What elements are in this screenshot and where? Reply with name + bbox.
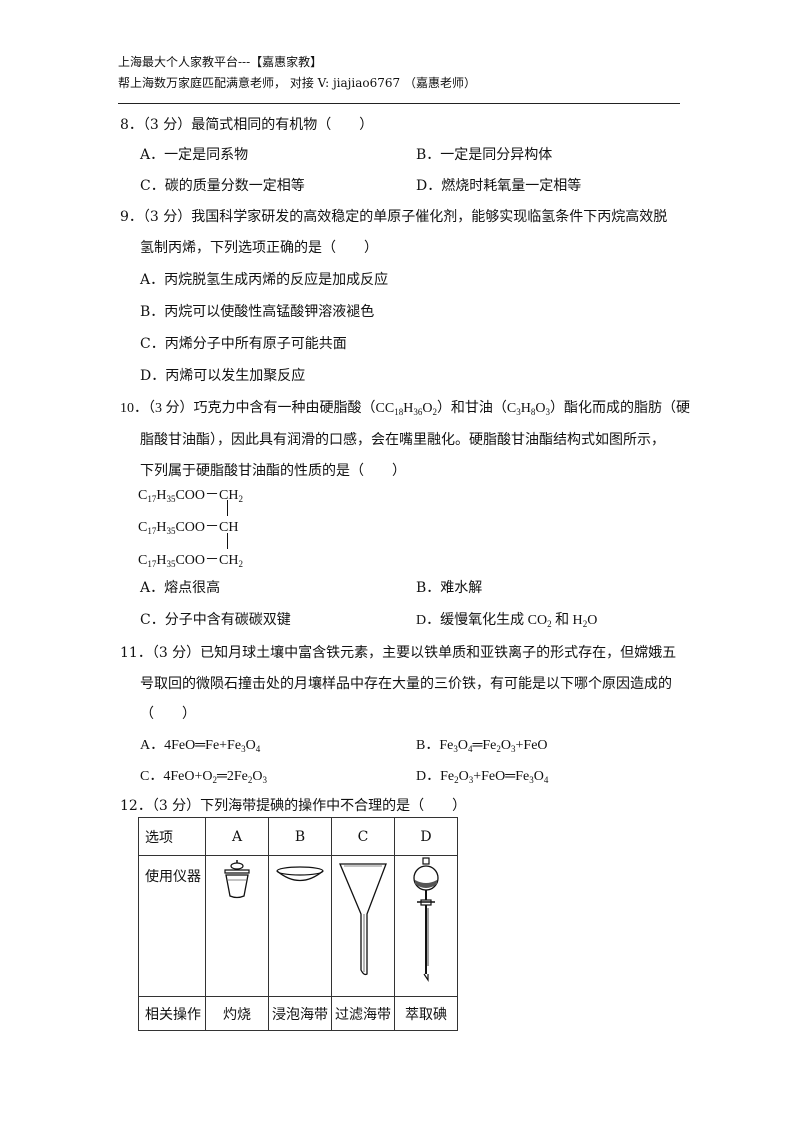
q8-option-c: C．碳的质量分数一定相等 <box>140 178 305 194</box>
structure-row-3: C17H35COO－CH2 <box>138 553 243 569</box>
q9-option-a: A．丙烷脱氢生成丙烯的反应是加成反应 <box>140 272 389 288</box>
q11-stem-line-3: （ ） <box>140 706 196 722</box>
table-cell-crucible <box>205 855 269 997</box>
table-cell-label: 使用仪器 <box>138 855 206 997</box>
q9-option-d: D．丙烯可以发生加聚反应 <box>140 368 306 384</box>
q10-stem-line-3: 下列属于硬脂酸甘油酯的性质的是（ ） <box>140 463 406 479</box>
table-header-cell: 选项 <box>138 817 206 856</box>
q9-stem-line-2: 氢制丙烯，下列选项正确的是（ ） <box>140 240 378 256</box>
structure-bond-2 <box>227 533 228 549</box>
table-cell: 过滤海带 <box>331 996 395 1031</box>
apparatus-table: 选项 A B C D 使用仪器 <box>138 817 458 1031</box>
q10-stem-line-1: 10．（3 分）巧克力中含有一种由硬脂酸（CC18H36O2）和甘油（C3H8O… <box>120 401 691 417</box>
q11-option-b: B．Fe3O4═Fe2O3+FeO <box>416 738 548 754</box>
q11-stem-line-2: 号取回的微陨石撞击处的月壤样品中存在大量的三价铁，有可能是以下哪个原因造成的 <box>140 676 672 692</box>
q9-stem-line-1: 9．（3 分）我国科学家研发的高效稳定的单原子催化剂，能够实现临氢条件下丙烷高效… <box>120 209 668 225</box>
q8-option-d: D．燃烧时耗氧量一定相等 <box>416 178 582 194</box>
separatory-funnel-icon <box>413 857 439 982</box>
q11-option-a: A．4FeO═Fe+Fe3O4 <box>140 738 261 754</box>
q9-option-c: C．丙烯分子中所有原子可能共面 <box>140 336 347 352</box>
table-header-cell: B <box>268 817 332 856</box>
table-row: 使用仪器 <box>138 855 458 997</box>
header-line-2: 帮上海数万家庭匹配满意老师， 对接 V: jiajiao6767 （嘉惠老师） <box>118 76 476 90</box>
structure-row-2: C17H35COO－CH <box>138 520 239 536</box>
table-cell: 相关操作 <box>138 996 206 1031</box>
table-header-cell: C <box>331 817 395 856</box>
table-header-cell: A <box>205 817 269 856</box>
table-row: 相关操作 灼烧 浸泡海带 过滤海带 萃取碘 <box>138 996 458 1031</box>
header-divider <box>118 103 680 104</box>
crucible-icon <box>224 860 250 899</box>
table-row: 选项 A B C D <box>138 817 458 856</box>
q10-option-c: C．分子中含有碳碳双键 <box>140 612 291 628</box>
q8-option-b: B．一定是同分异构体 <box>416 147 553 163</box>
q11-option-d: D．Fe2O3+FeO═Fe3O4 <box>416 769 549 785</box>
q9-option-b: B．丙烷可以使酸性高锰酸钾溶液褪色 <box>140 304 375 320</box>
funnel-icon <box>339 863 387 976</box>
table-cell: 萃取碘 <box>394 996 458 1031</box>
table-header-cell: D <box>394 817 458 856</box>
structure-row-1: C17H35COO－CH2 <box>138 488 243 504</box>
table-cell-dish <box>268 855 332 997</box>
q10-option-b: B．难水解 <box>416 580 483 596</box>
q11-stem-line-1: 11．（3 分）已知月球土壤中富含铁元素，主要以铁单质和亚铁离子的形式存在，但嫦… <box>120 645 677 661</box>
q12-stem: 12．（3 分）下列海带提碘的操作中不合理的是（ ） <box>120 798 467 814</box>
table-cell: 灼烧 <box>205 996 269 1031</box>
q8-option-a: A．一定是同系物 <box>140 147 249 163</box>
table-cell-separatory-funnel <box>394 855 458 997</box>
q10-option-a: A．熔点很高 <box>140 580 221 596</box>
header-line-1: 上海最大个人家教平台---【嘉惠家教】 <box>118 55 323 69</box>
evaporating-dish-icon <box>276 866 324 882</box>
table-cell: 浸泡海带 <box>268 996 332 1031</box>
q10-stem-line-2: 脂酸甘油酯），因此具有润滑的口感，会在嘴里融化。硬脂酸甘油酯结构式如图所示， <box>140 432 665 448</box>
q11-option-c: C．4FeO+O2═2Fe2O3 <box>140 769 268 785</box>
q10-option-d: D．缓慢氧化生成 CO2 和 H2O <box>416 613 598 629</box>
structure-bond-1 <box>227 500 228 516</box>
table-cell-funnel <box>331 855 395 997</box>
q8-stem: 8．（3 分）最简式相同的有机物（ ） <box>120 117 374 133</box>
